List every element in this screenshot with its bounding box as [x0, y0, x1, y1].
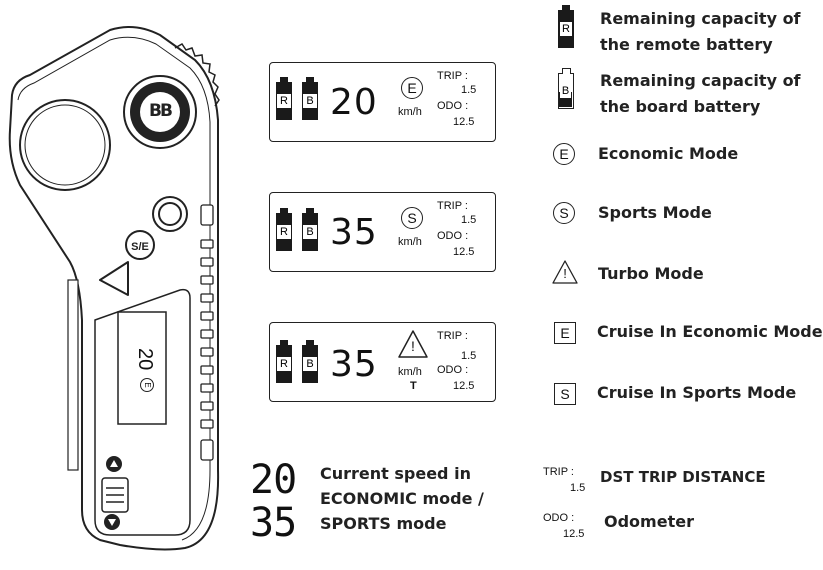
odo-value: 12.5: [453, 380, 475, 392]
trip-legend-value: 1.5: [570, 482, 586, 494]
economic-mode-legend-text: Economic Mode: [598, 144, 739, 163]
board-battery-icon: B: [302, 77, 318, 120]
speed-legend-digits-sports: 35: [250, 500, 297, 546]
remote-battery-icon: R: [276, 340, 292, 383]
cruise-sports-legend-icon: S: [554, 383, 576, 405]
trip-legend-label: TRIP :: [543, 466, 574, 478]
turbo-warning-icon: [398, 330, 428, 358]
cruise-sports-legend-text: Cruise In Sports Mode: [597, 383, 797, 402]
turbo-mode-legend-text: Turbo Mode: [598, 264, 704, 283]
sports-mode-icon: S: [401, 207, 423, 229]
speed-readout: 20: [330, 82, 378, 123]
speed-legend-line3: SPORTS mode: [320, 514, 447, 533]
board-battery-legend-icon: B: [558, 68, 574, 109]
odo-value: 12.5: [453, 246, 475, 258]
thumb-wheel: [123, 75, 197, 149]
board-battery-icon: B: [302, 340, 318, 383]
speed-unit: km/h: [398, 366, 422, 378]
trip-value: 1.5: [461, 350, 477, 362]
trip-value: 1.5: [461, 84, 477, 96]
mini-display: [117, 311, 167, 425]
sports-mode-legend-text: Sports Mode: [598, 203, 712, 222]
speed-readout: 35: [330, 212, 378, 253]
trip-label: TRIP :: [437, 330, 468, 342]
remote-battery-icon: R: [276, 77, 292, 120]
economic-mode-icon: E: [401, 77, 423, 99]
board-battery-legend-line2: the board battery: [600, 97, 761, 116]
remote-battery-legend-line1: Remaining capacity of: [600, 9, 801, 28]
cruise-economic-legend-text: Cruise In Economic Mode: [597, 322, 823, 341]
board-battery-legend-line1: Remaining capacity of: [600, 71, 801, 90]
speed-legend-digits-eco: 20: [250, 457, 297, 503]
lcd-screen-turbo: R B 35 ! km/h T TRIP : 1.5 ODO : 12.5: [269, 322, 496, 402]
odo-label: ODO :: [437, 100, 469, 112]
trip-label: TRIP :: [437, 200, 468, 212]
brand-logo: BB: [149, 101, 173, 121]
odo-label: ODO :: [437, 230, 469, 242]
turbo-mode-legend-mark: !: [563, 266, 567, 281]
speed-unit: km/h: [398, 236, 422, 248]
trip-value: 1.5: [461, 214, 477, 226]
economic-mode-legend-icon: E: [553, 143, 575, 165]
svg-text:S/E: S/E: [131, 241, 149, 253]
turbo-mode-legend-icon: [552, 260, 578, 284]
turbo-warning-mark: !: [411, 338, 415, 354]
board-battery-icon: B: [302, 208, 318, 251]
speed-legend-line1: Current speed in: [320, 464, 471, 483]
speed-unit: km/h: [398, 106, 422, 118]
odo-legend-text: Odometer: [604, 512, 694, 531]
main-dial: [19, 99, 111, 191]
remote-control-illustration: S/E: [8, 25, 220, 551]
odo-legend-value: 12.5: [563, 528, 585, 540]
lcd-screen-sports: R B 35 S km/h TRIP : 1.5 ODO : 12.5: [269, 192, 496, 272]
turbo-button: [99, 261, 129, 296]
odo-legend-label: ODO :: [543, 512, 575, 524]
speed-readout: 35: [330, 344, 378, 385]
trip-label: TRIP :: [437, 70, 468, 82]
mini-display-content: 20 E: [122, 334, 162, 410]
trip-legend-text: DST TRIP DISTANCE: [600, 468, 766, 486]
remote-battery-legend-line2: the remote battery: [600, 35, 773, 54]
lcd-screen-economic: R B 20 E km/h TRIP : 1.5 ODO : 12.5: [269, 62, 496, 142]
mini-mode-icon: E: [140, 378, 154, 392]
mode-button: [125, 230, 155, 260]
remote-battery-icon: R: [276, 208, 292, 251]
cruise-indicator: T: [410, 380, 417, 392]
odo-label: ODO :: [437, 364, 469, 376]
odo-value: 12.5: [453, 116, 475, 128]
speed-legend-line2: ECONOMIC mode /: [320, 489, 484, 508]
sports-mode-legend-icon: S: [553, 202, 575, 224]
remote-battery-legend-icon: R: [558, 5, 574, 48]
side-grip: [200, 204, 214, 461]
cruise-economic-legend-icon: E: [554, 322, 576, 344]
mini-speed: 20: [134, 348, 156, 371]
